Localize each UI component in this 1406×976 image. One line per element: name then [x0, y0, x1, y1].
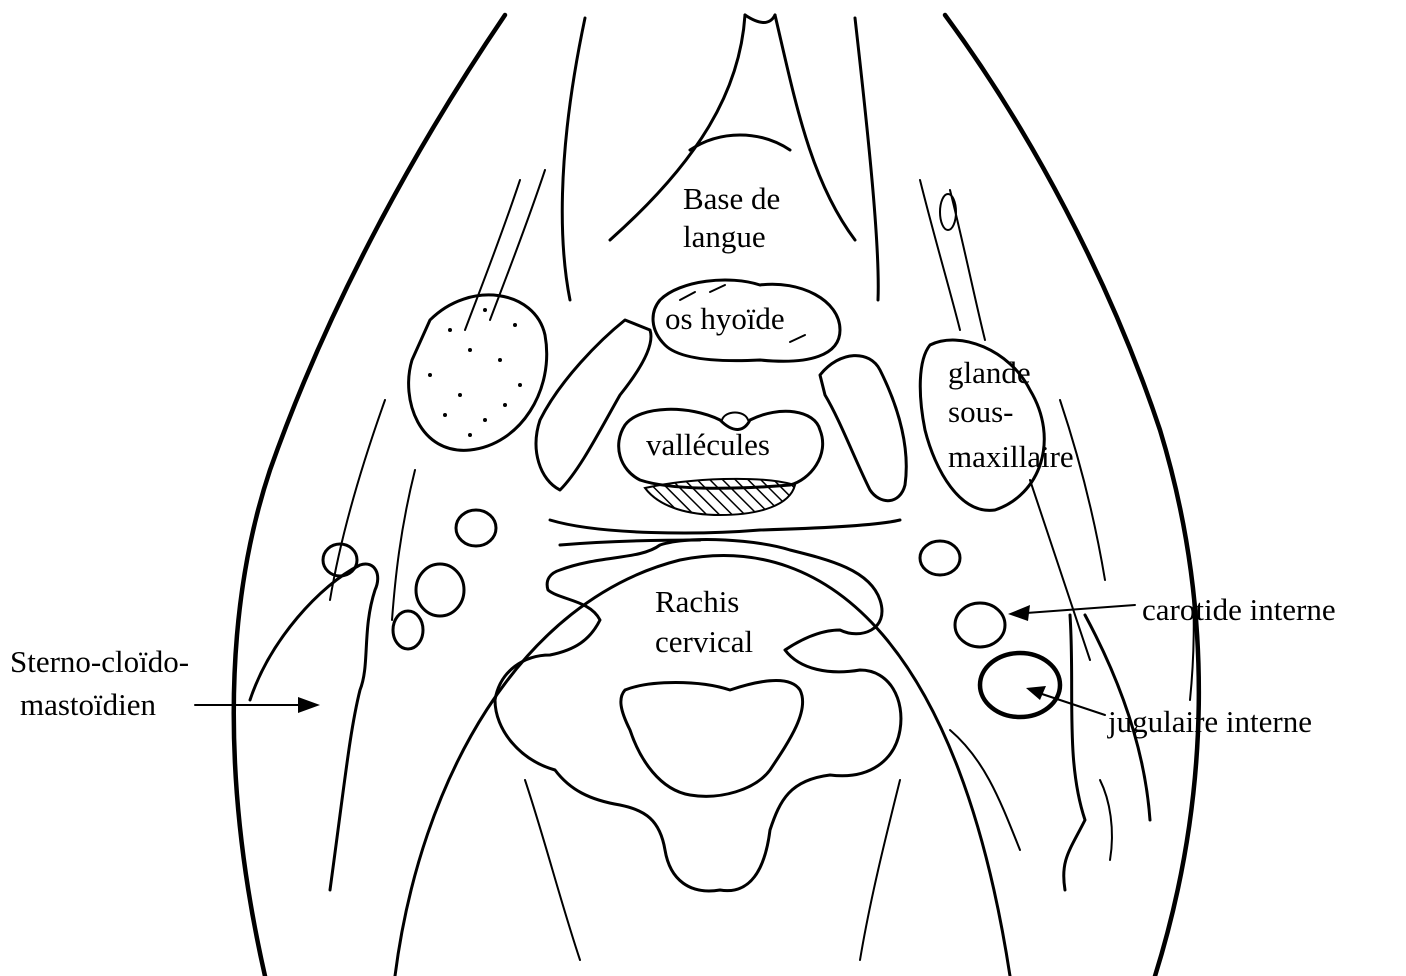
label-sterno-1: Sterno-cloïdo- — [10, 645, 189, 679]
left-gland — [409, 295, 547, 450]
jugulaire-interne-vessel — [980, 653, 1060, 717]
label-glande-2: sous- — [948, 395, 1013, 429]
spinal-canal — [621, 681, 803, 797]
hyoid-horn-left — [536, 320, 651, 490]
arrow-jugulaire — [1026, 686, 1105, 715]
label-glande-3: maxillaire — [948, 440, 1074, 474]
label-base-langue-1: Base de — [683, 182, 780, 216]
label-base-langue-2: langue — [683, 220, 766, 254]
left-gland-dots — [428, 308, 522, 437]
arrow-sterno — [195, 697, 320, 713]
label-rachis-2: cervical — [655, 625, 753, 659]
hyoid-horn-right — [820, 356, 906, 501]
label-sterno-2: mastoïdien — [20, 688, 156, 722]
label-vallecules: vallécules — [646, 428, 770, 462]
label-rachis-1: Rachis — [655, 585, 739, 619]
label-glande-1: glande — [948, 356, 1031, 390]
outer-contour-right — [945, 15, 1199, 976]
outer-contour-left — [234, 15, 505, 976]
sternocleidomastoid-left — [250, 564, 378, 890]
label-jugulaire: jugulaire interne — [1108, 705, 1312, 739]
carotide-interne-vessel — [955, 603, 1005, 647]
label-carotide: carotide interne — [1142, 593, 1336, 627]
label-os-hyoide: os hyoïde — [665, 302, 785, 336]
epiglottis-hatched — [645, 479, 795, 515]
